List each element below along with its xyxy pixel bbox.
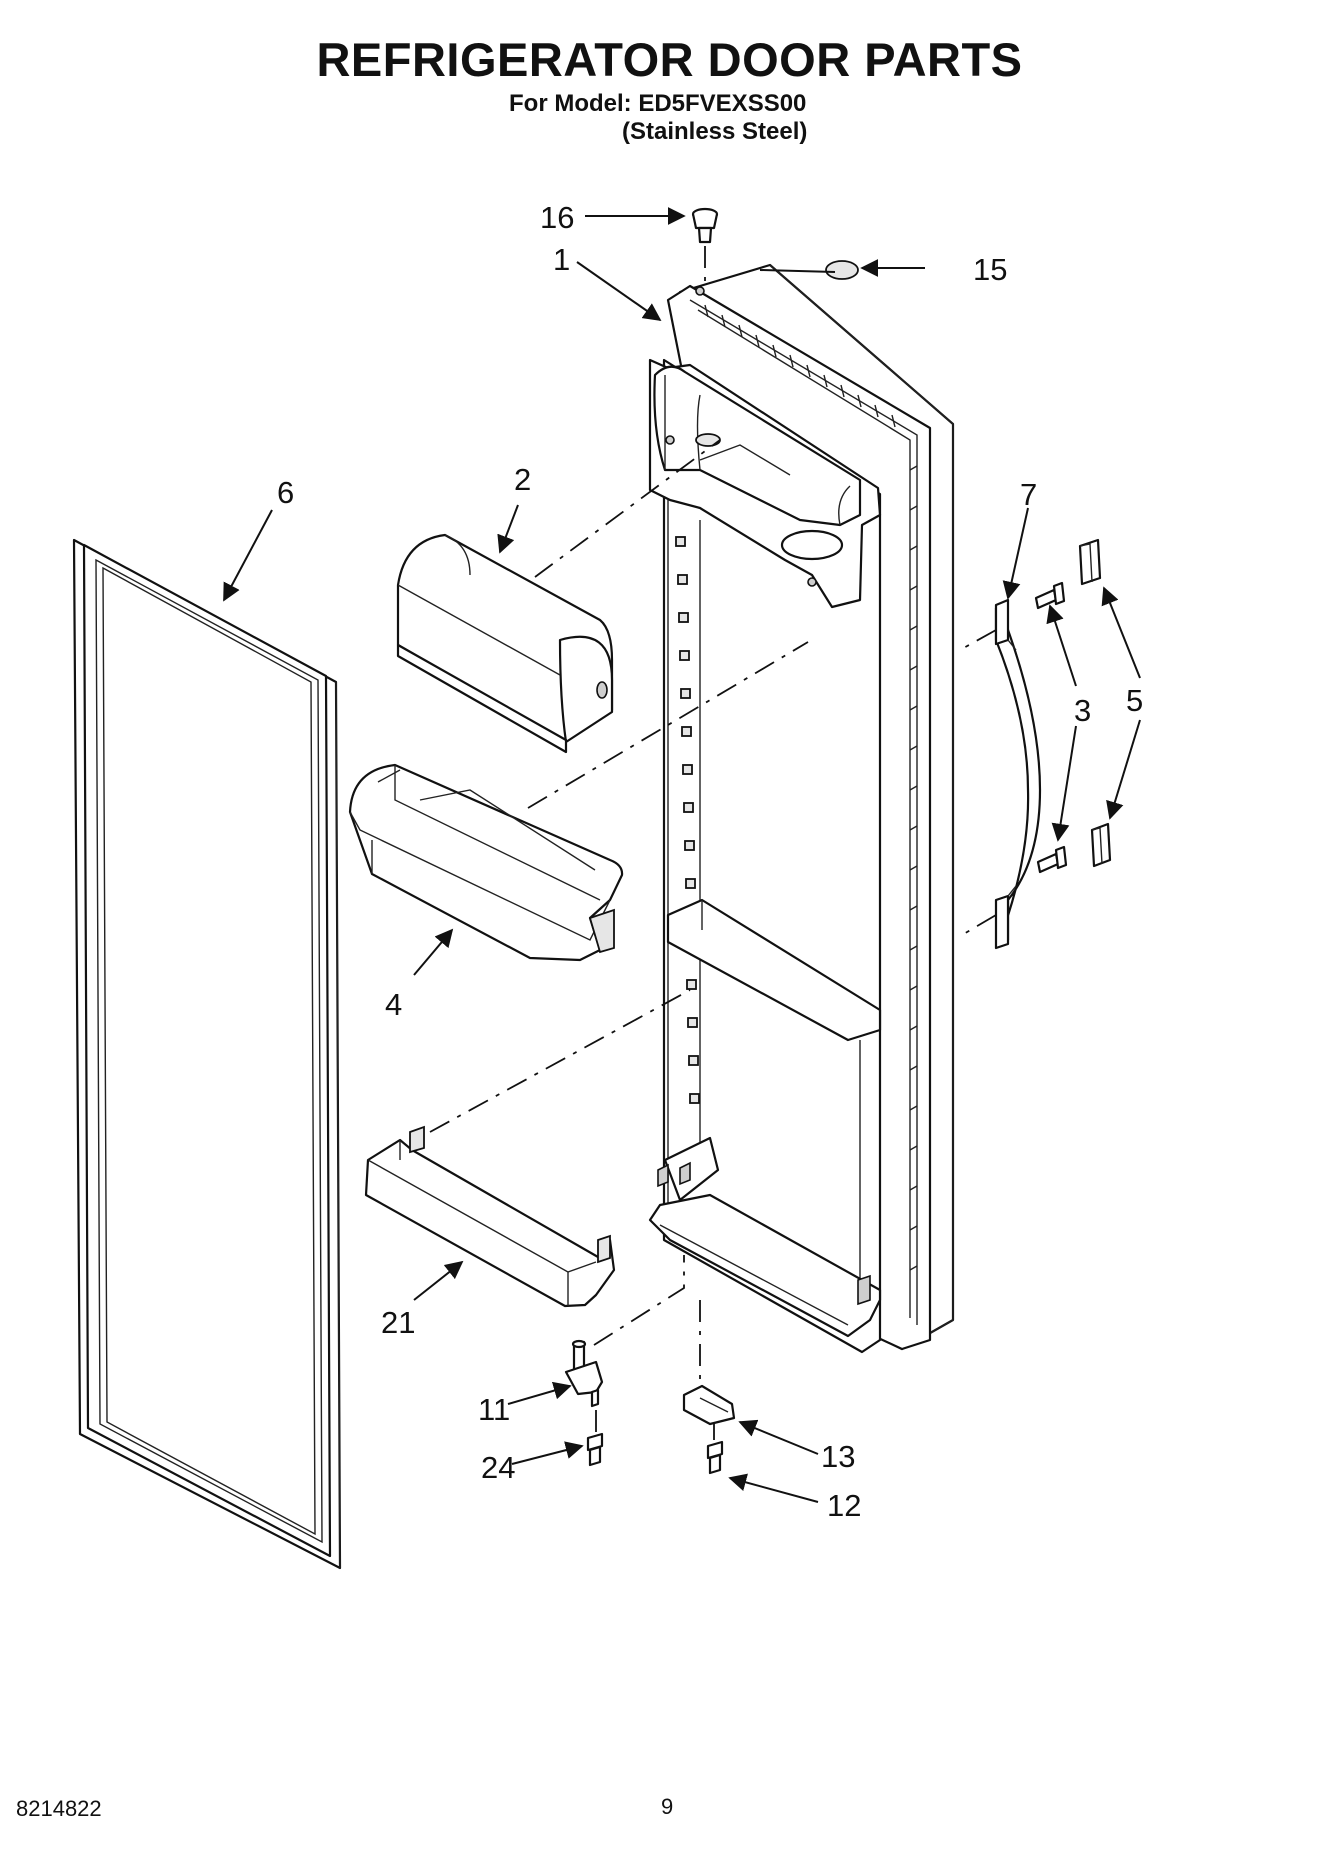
assembly-lines <box>429 439 809 1440</box>
hinge-cap <box>825 260 859 280</box>
callout-16: 16 <box>540 200 574 235</box>
callout-1: 1 <box>553 242 570 277</box>
hinge-screw <box>586 1432 604 1467</box>
door-gasket <box>72 538 342 1570</box>
door-bin <box>348 763 624 962</box>
door-handle <box>959 598 1042 950</box>
dairy-door <box>396 533 614 754</box>
callout-21: 21 <box>381 1305 415 1340</box>
callout-7: 7 <box>1020 477 1037 512</box>
screw-covers <box>1078 538 1112 868</box>
door-assembly <box>648 263 955 1354</box>
callout-24: 24 <box>481 1450 515 1485</box>
callout-4: 4 <box>385 987 402 1022</box>
page-title: REFRIGERATOR DOOR PARTS <box>316 33 1023 86</box>
finish-line: (Stainless Steel) <box>622 118 808 145</box>
leader-arrows <box>223 207 1141 1503</box>
page-number: 9 <box>661 1794 674 1819</box>
callout-12: 12 <box>827 1488 861 1523</box>
callout-6: 6 <box>277 475 294 510</box>
handle-screws <box>1034 581 1068 874</box>
lower-door-shelf <box>364 1125 616 1308</box>
callout-11: 11 <box>478 1392 510 1427</box>
callout-3: 3 <box>1074 693 1091 728</box>
callout-15: 15 <box>973 252 1007 287</box>
bearing-plate <box>682 1384 736 1426</box>
plate-screw <box>706 1440 724 1475</box>
door-plug <box>691 207 719 282</box>
callout-5: 5 <box>1126 683 1143 718</box>
model-line: For Model: ED5FVEXSS00 <box>509 90 807 117</box>
doc-number: 8214822 <box>16 1796 102 1821</box>
callout-13: 13 <box>821 1439 855 1474</box>
hinge-pin <box>564 1339 604 1408</box>
callout-2: 2 <box>514 462 531 497</box>
